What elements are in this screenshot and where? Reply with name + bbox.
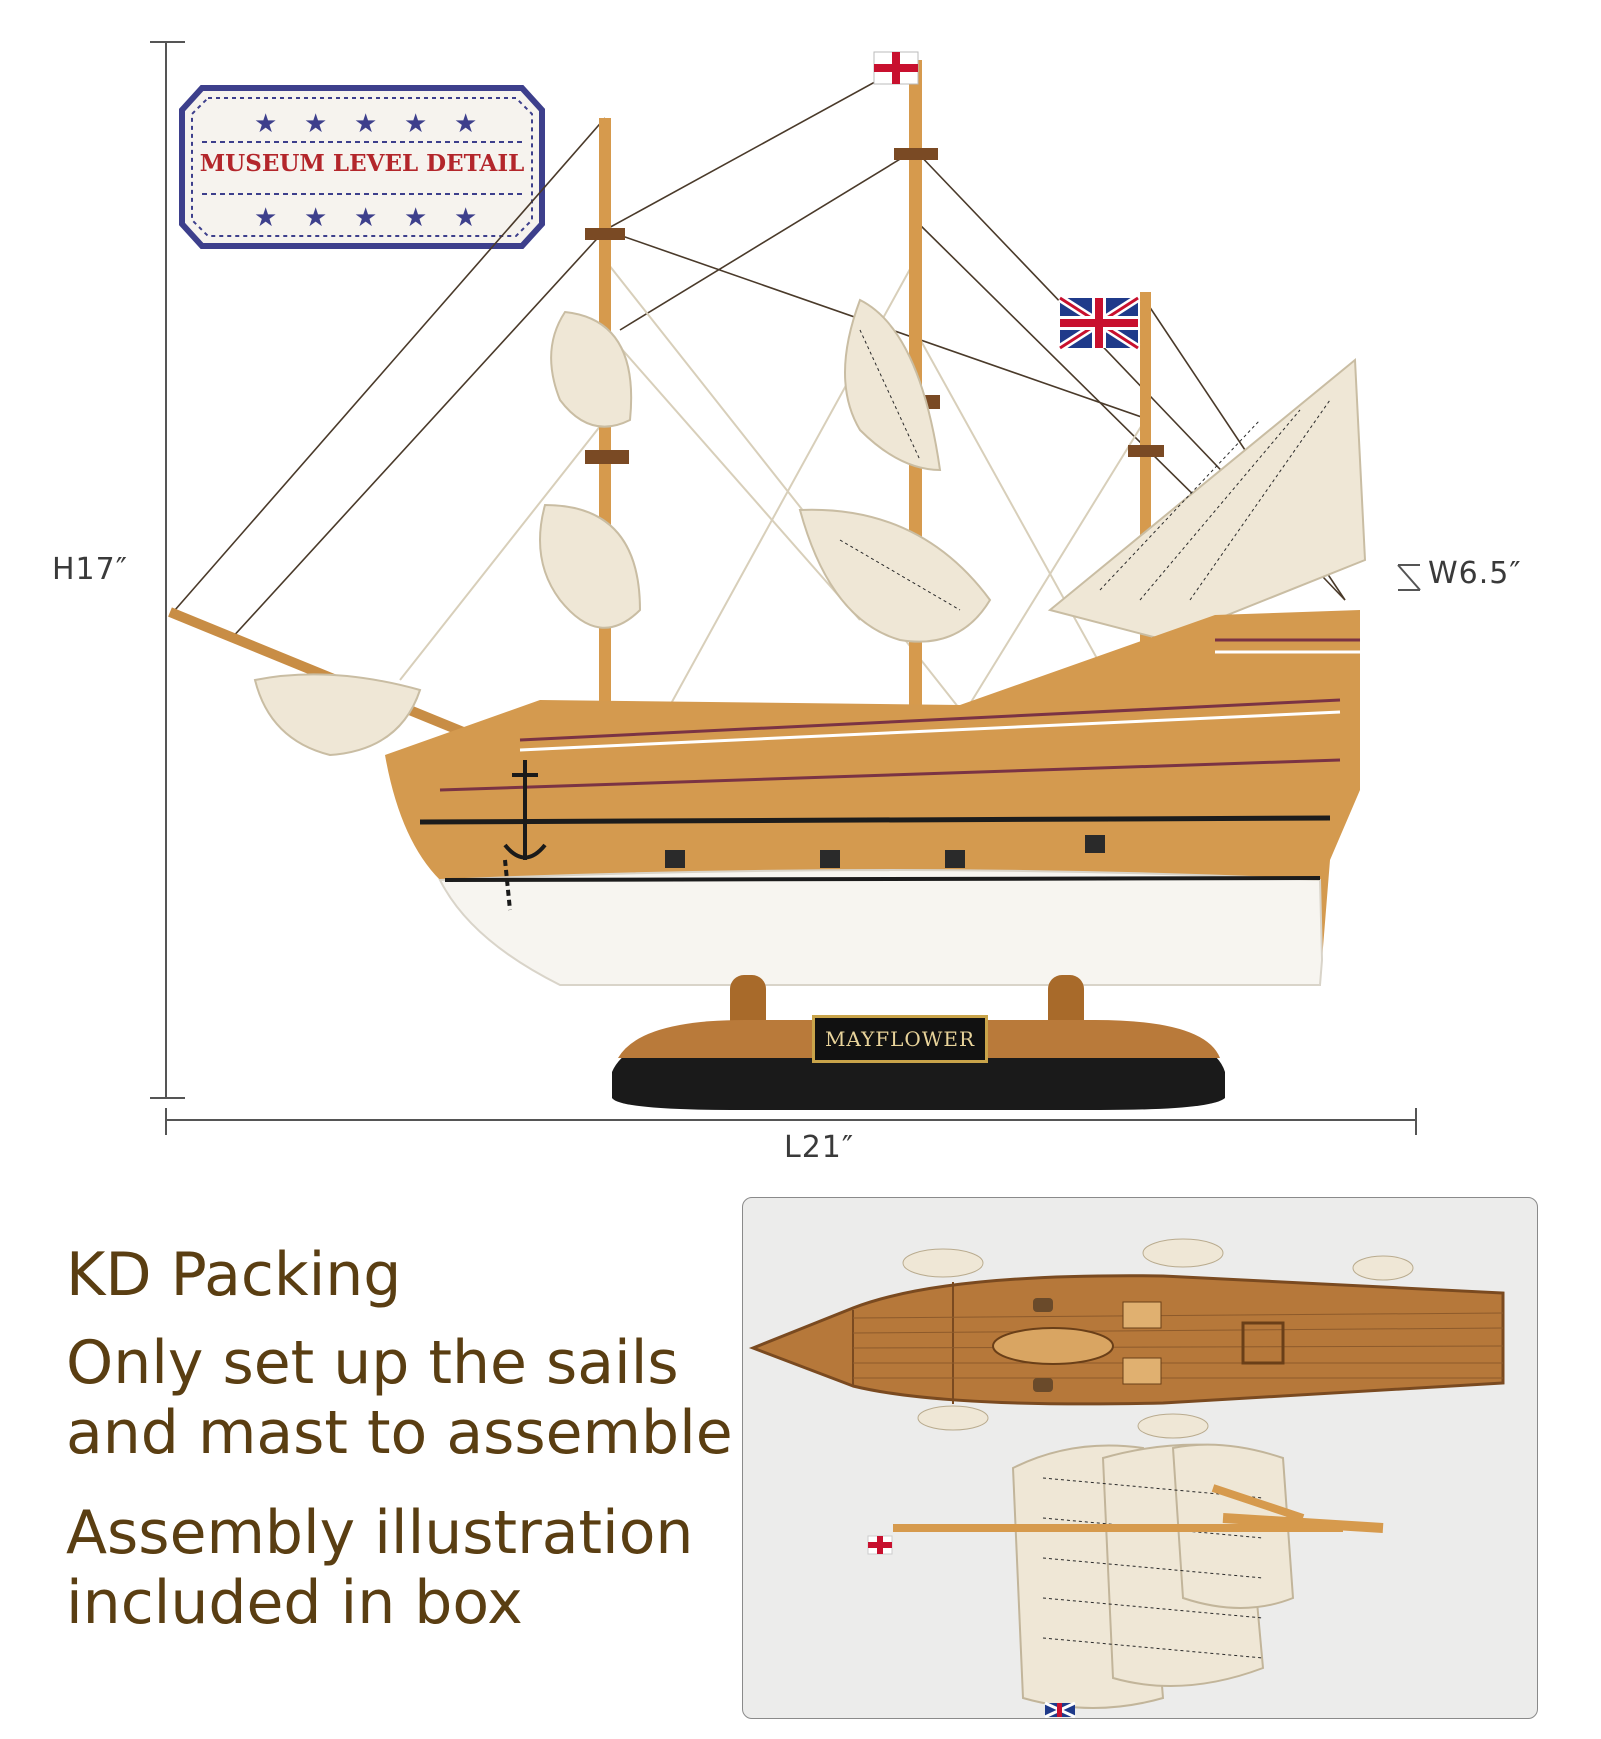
svg-text:★: ★	[254, 203, 277, 233]
kd-packing-heading: KD Packing	[66, 1240, 402, 1310]
svg-text:★: ★	[254, 109, 277, 139]
info-line-4: included in box	[66, 1568, 523, 1638]
sails	[253, 298, 1367, 757]
st-george-flag-icon	[873, 51, 919, 85]
svg-text:★: ★	[304, 203, 327, 233]
nameplate-text: MAYFLOWER	[824, 1027, 976, 1051]
badge-text: MUSEUM LEVEL DETAIL	[199, 150, 525, 177]
width-label: W6.5″	[1428, 556, 1522, 591]
kd-packing-photo	[742, 1197, 1538, 1719]
mizzen-mast	[1140, 292, 1151, 692]
star-icon: ★ ★ ★ ★ ★ ★ ★ ★ ★ ★	[254, 109, 477, 233]
svg-text:★: ★	[304, 109, 327, 139]
info-line-2: and mast to assemble	[66, 1398, 733, 1468]
info-line-3: Assembly illustration	[66, 1498, 694, 1568]
museum-level-badge: ★ ★ ★ ★ ★ ★ ★ ★ ★ ★ MUSEUM LEVEL DETAIL	[178, 84, 546, 250]
ship-model-image	[168, 51, 1367, 1110]
union-jack-flag-icon	[1044, 1701, 1076, 1718]
svg-text:★: ★	[404, 109, 427, 139]
height-label: H17″	[52, 552, 128, 587]
svg-text:★: ★	[404, 203, 427, 233]
nameplate: MAYFLOWER	[812, 1015, 988, 1063]
svg-text:★: ★	[354, 109, 377, 139]
anchor-icon	[503, 760, 547, 911]
svg-text:★: ★	[454, 203, 477, 233]
union-jack-flag-icon	[1057, 294, 1141, 352]
st-george-flag-icon	[867, 1535, 893, 1555]
length-label: L21″	[784, 1130, 855, 1165]
info-line-1: Only set up the sails	[66, 1328, 679, 1398]
svg-text:★: ★	[354, 203, 377, 233]
svg-text:★: ★	[454, 109, 477, 139]
